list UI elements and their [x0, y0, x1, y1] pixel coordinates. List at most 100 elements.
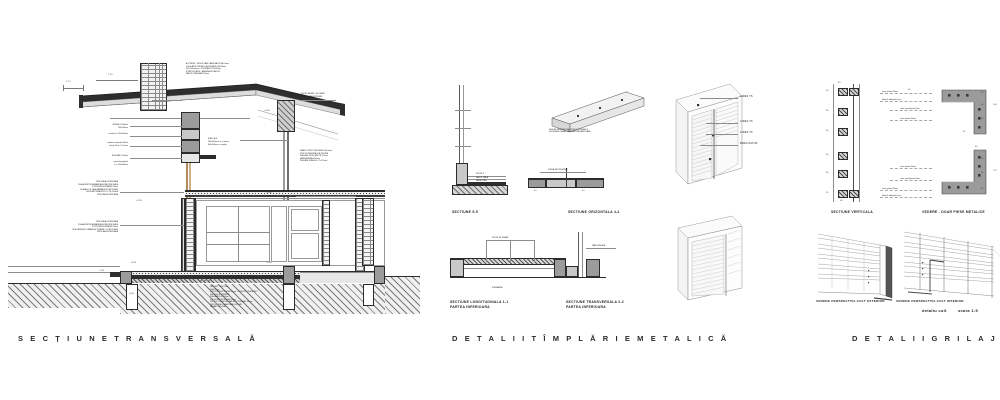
exterior-wall-left-inner	[195, 198, 196, 272]
horiz-mullion	[566, 168, 567, 188]
anno-joinery-4: SURUB AUTOFILETANT	[548, 169, 568, 171]
jamb-vertical-line	[459, 85, 460, 185]
anno-floor-5: PLACA BETON 100mm	[210, 296, 229, 298]
anno-left-4: polistiren expandat 50mm	[107, 142, 128, 144]
anno-joinery-2: PANOU TABLA	[476, 176, 489, 179]
sill-leader-1	[468, 176, 506, 177]
tube-l2	[838, 170, 848, 178]
long-sect-bottom	[450, 277, 566, 279]
anno-grille-5: teava patrata 20mm	[900, 166, 916, 168]
floor-dark-layer	[120, 275, 385, 280]
anno-right-4: VATA MINERALA 100mm	[300, 157, 321, 160]
anno-grille-4: teava patrata 20mm	[900, 118, 916, 120]
anno-wall-up-6: TENCUIALA INTERIOARA	[96, 193, 118, 196]
corner-profile-lower	[941, 149, 987, 195]
level-mark-5: -0.05	[131, 262, 136, 264]
tube-u1	[838, 88, 848, 96]
flashing-left	[110, 272, 122, 277]
leader-beam-left	[130, 126, 182, 127]
plinth-left	[120, 271, 132, 284]
trans-block-2	[566, 266, 578, 277]
floor-gravel-layer	[120, 272, 385, 276]
long-sect-top	[450, 258, 566, 260]
grille-dim-v5: 40	[826, 172, 829, 174]
title-grilles: D E T A L I I G R I L A J E E X T E R I …	[852, 334, 1000, 343]
anno-floor-8: UMPLUTURA COMPACTATA IN STRAT	[210, 303, 242, 306]
column-left-shaft	[186, 163, 188, 208]
long-top-rail	[486, 240, 534, 241]
window-mullion-v	[238, 206, 239, 262]
anno-wall-lo-1: TENCUIALA EXTERIOARA	[96, 221, 118, 223]
floor-screed-layer	[120, 279, 385, 284]
level-mark-6: -0.45	[129, 293, 134, 295]
beam-plate-left	[181, 153, 200, 163]
title-section: S E C Ț I U N E T R A N S V E R S A L Ă	[18, 334, 258, 343]
anno-floor-6: POLISTIREN EXTRUDAT 50mm	[210, 298, 236, 301]
corner-dim-7: 40	[975, 146, 978, 148]
corner-dash-6	[890, 180, 932, 181]
corner-dim-5: 100	[993, 104, 997, 106]
roof-dim-line-left	[63, 88, 83, 89]
tube-u4	[838, 128, 848, 136]
louver-label-4: BRAD NATUR	[740, 142, 758, 145]
anno-wall-up-1: TENCUIALA EXTERIOARA	[96, 181, 118, 183]
column-right-shaft	[283, 132, 285, 210]
jamb-tick-3	[455, 146, 471, 147]
footing-mid	[283, 284, 295, 310]
anno-wall-up-2: PLASA PENTRU ARMARE ADEZIVA TENCUIALA	[78, 183, 118, 186]
anno-wall-lo-4: BCA GBN30/ZID CARAMIDA / ZIDARIE CU CAPT…	[72, 228, 118, 231]
tube-l4	[849, 190, 859, 198]
grille-dim-v2: 40	[826, 110, 829, 112]
anno-roof-3: SIPCI 40x60mm / CONTRASIPCI 30x50mm	[186, 68, 222, 70]
anno-roof-right-1: PROFIL METALIC DE CAPAT	[301, 93, 325, 95]
anno-floor-9: PAMANT NATURAL	[210, 306, 226, 308]
upper-slab-top	[185, 190, 385, 192]
sill-flashing	[468, 182, 506, 185]
plinth-right	[374, 266, 385, 284]
beam-head-left-lower	[181, 129, 200, 140]
leader-chimney	[152, 100, 182, 101]
trans-block	[586, 259, 600, 277]
corner-dash-4	[890, 120, 932, 121]
anno-right-2: STRUCTURA METALICA ZINCATA	[300, 152, 328, 155]
horiz-leader-1	[540, 172, 586, 173]
window-rail	[206, 244, 270, 245]
interior-wall-right	[322, 200, 330, 266]
roof-dim-tick-b	[83, 85, 84, 91]
corner-dash-5	[890, 168, 932, 169]
jamb-vertical-line-2	[463, 85, 464, 185]
anno-left-3: cornisa b.a. 250x500mm	[108, 133, 128, 135]
beam-head-left-base	[181, 140, 200, 153]
anno-grille-3: coltar de platbanda 3mm	[900, 108, 920, 110]
plinth-mid	[283, 266, 295, 284]
anno-joinery-5: PROFIL DE FIXARE	[492, 237, 509, 239]
leader-ceiling-right	[296, 196, 356, 197]
anno-left-2: 100x160mm	[118, 127, 128, 129]
grille-dim-v6: 20	[826, 192, 829, 194]
sky-left	[8, 232, 120, 272]
axo-louver-door-lower	[677, 215, 743, 301]
column-left-shaft-2	[189, 163, 191, 208]
horiz-block-left	[528, 179, 546, 188]
detail-label: detaliu colt	[922, 308, 947, 313]
long-drop-1	[486, 240, 487, 262]
anno-roof-right-2: JGHEAB TABLA ZINCATA	[301, 96, 322, 98]
horiz-dim-1: 40	[534, 190, 537, 192]
terrace-edge-left	[8, 266, 120, 267]
tube-l1	[838, 152, 848, 160]
grille-dim-chain-left	[833, 84, 834, 202]
caption-viewmetal: VEDERE - DOAR PIESE METALICE	[922, 210, 985, 214]
terrace-edge-left-2	[8, 272, 120, 273]
sill-leader-2	[468, 179, 506, 180]
anno-roof-4: STRAT IZOLATIE + BARIERA DE VAPORI	[186, 70, 220, 73]
leader-beam-left-2	[130, 136, 182, 137]
jamb-tick-1	[455, 110, 471, 111]
grille-dim-v3: 40	[826, 130, 829, 132]
roof-dim-a: 1.15	[66, 81, 71, 83]
corner-dim-9: 40	[981, 172, 984, 174]
window-frame-2	[271, 206, 287, 262]
louver-label-2: CIRES TS	[740, 120, 753, 123]
anno-joinery-3: GARNITURA	[476, 180, 487, 182]
anno-grille-2: tabla de platbanda 3mm	[882, 99, 902, 101]
